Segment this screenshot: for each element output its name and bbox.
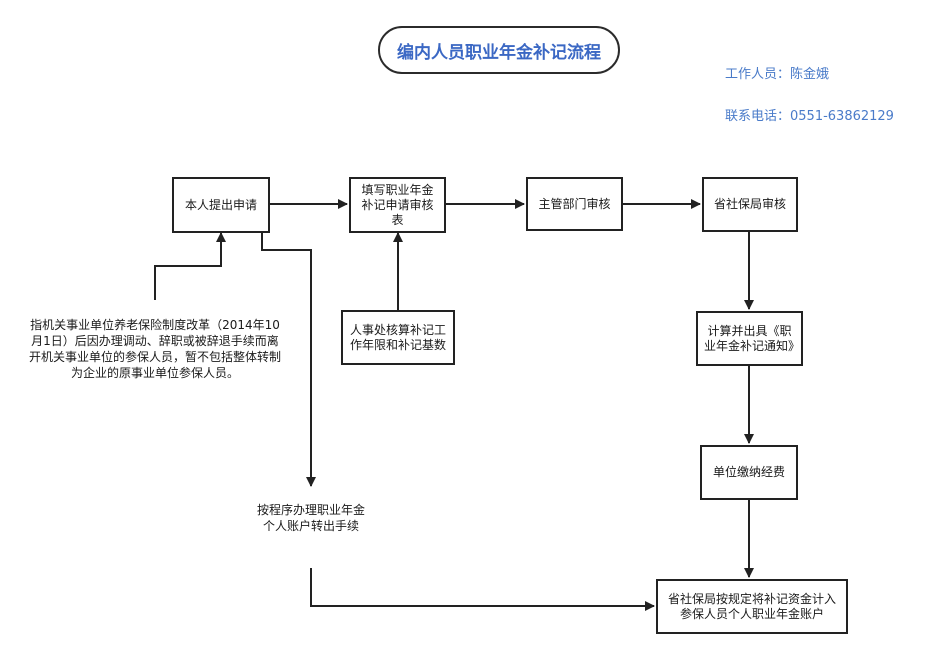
node-apply-label: 本人提出申请 <box>184 197 257 212</box>
note-eligibility: 指机关事业单位养老保险制度改革（2014年10月1日）后因办理调动、辞职或被辞退… <box>28 318 281 380</box>
node-provincial-review: 省社保局审核 <box>702 177 798 232</box>
edge-note-to-apply <box>154 232 226 300</box>
edge-apply-to-transfer <box>261 233 316 487</box>
node-dept-review-label: 主管部门审核 <box>538 196 611 211</box>
node-hr-calc: 人事处核算补记工作年限和补记基数 <box>341 310 455 365</box>
node-credit-account: 省社保局按规定将补记资金计入参保人员个人职业年金账户 <box>656 579 848 634</box>
node-unit-pay-label: 单位缴纳经费 <box>712 465 785 479</box>
node-dept-review: 主管部门审核 <box>526 177 623 231</box>
contact-phone: 联系电话：0551-63862129 <box>725 109 894 124</box>
node-fill-form: 填写职业年金补记申请审核表 <box>349 177 446 233</box>
node-fill-form-label: 填写职业年金补记申请审核表 <box>361 182 434 227</box>
edge-transfer-to-credit <box>310 568 655 611</box>
contact-staff: 工作人员：陈金娥 <box>725 67 830 82</box>
node-issue-notice: 计算并出具《职业年金补记通知》 <box>696 311 803 366</box>
node-apply: 本人提出申请 <box>172 177 270 233</box>
node-credit-account-label: 省社保局按规定将补记资金计入参保人员个人职业年金账户 <box>667 591 836 621</box>
flowchart-title: 编内人员职业年金补记流程 <box>378 26 620 74</box>
node-hr-calc-label: 人事处核算补记工作年限和补记基数 <box>349 322 446 352</box>
note-transfer: 按程序办理职业年金个人账户转出手续 <box>256 503 365 533</box>
node-provincial-review-label: 省社保局审核 <box>713 197 786 211</box>
node-issue-notice-label: 计算并出具《职业年金补记通知》 <box>704 323 801 353</box>
node-unit-pay: 单位缴纳经费 <box>700 445 798 500</box>
